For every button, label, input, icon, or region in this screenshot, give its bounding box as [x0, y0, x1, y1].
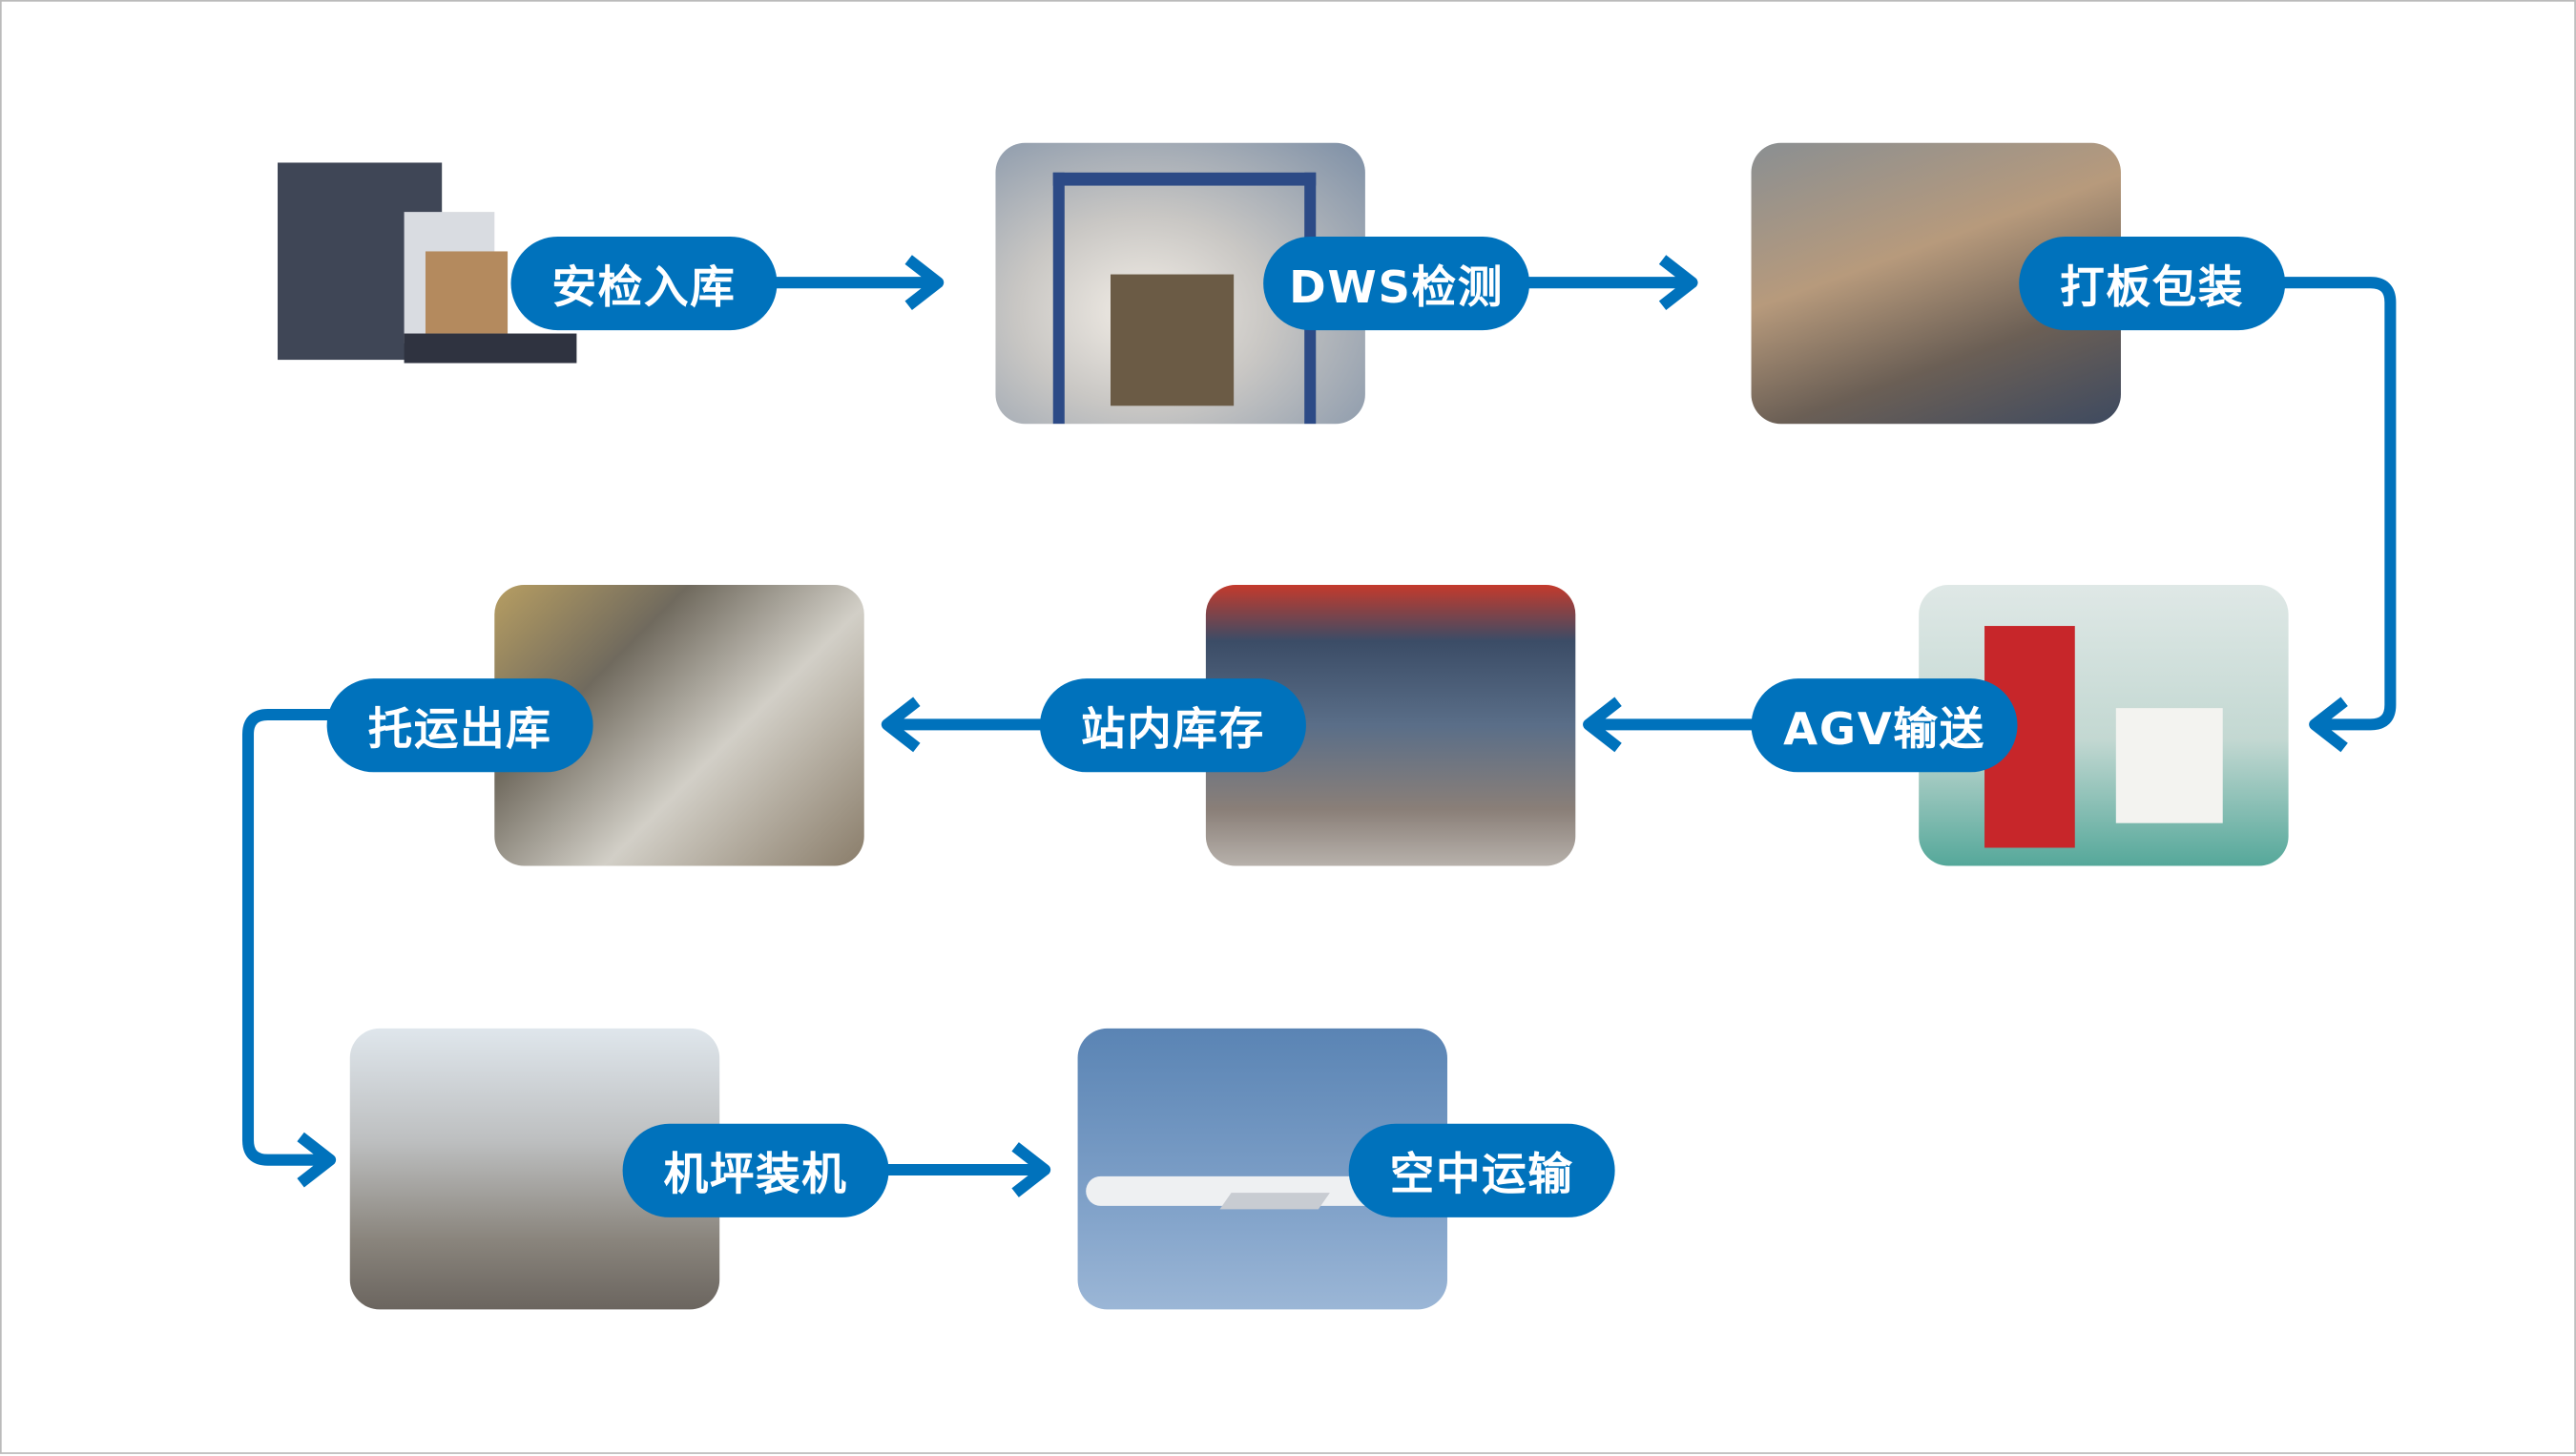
- arrow-7-to-8: [885, 1142, 1051, 1197]
- arrow-5-to-6: [881, 697, 1044, 753]
- arrow-4-to-5: [1583, 697, 1756, 753]
- step-label-apron-loading: 机坪装机: [622, 1123, 889, 1217]
- arrow-6-to-7: [241, 708, 337, 1188]
- step-label-consignment-outbound: 托运出库: [326, 678, 593, 773]
- step-label-air-transport: 空中运输: [1348, 1123, 1615, 1217]
- step-label-agv-transport: AGV输送: [1751, 678, 2018, 773]
- step-label-in-station-storage: 站内库存: [1039, 678, 1306, 773]
- step-label-palletizing-packing: 打板包装: [2019, 236, 2286, 331]
- arrow-2-to-3: [1526, 255, 1698, 311]
- step-label-security-check-inbound: 安检入库: [510, 236, 778, 331]
- step-label-dws-inspection: DWS检测: [1263, 236, 1530, 331]
- arrow-1-to-2: [774, 255, 945, 311]
- arrow-3-to-4: [2281, 277, 2397, 753]
